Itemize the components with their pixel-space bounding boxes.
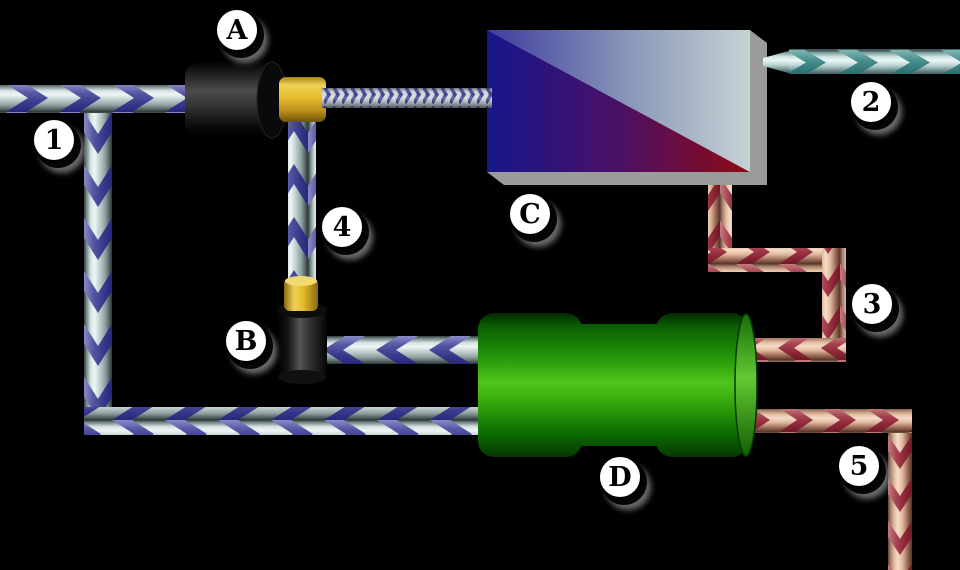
pipe-2-outlet [789, 49, 960, 74]
drive-shaft-shading [322, 88, 492, 108]
vessel-d-middle [570, 324, 670, 446]
pipe-2-nozzle [763, 50, 792, 74]
cylinder-b-body [277, 307, 327, 379]
vessel-d-right-bulge [656, 313, 748, 457]
label-5-text: 5 [849, 450, 869, 482]
pipe-4-vertical [288, 110, 316, 285]
pipe-d-to-b [320, 336, 490, 364]
label-d: D [597, 454, 643, 500]
vessel-d-left-bulge [478, 313, 582, 457]
label-a-text: A [226, 14, 248, 46]
label-4-text: 4 [332, 211, 352, 243]
pipe-3-down-b [822, 248, 846, 353]
cylinder-b-bottom-cap [278, 370, 326, 384]
label-1: 1 [31, 117, 77, 163]
label-c-text: C [519, 198, 541, 230]
cylinder-a-body [185, 62, 277, 138]
box-c-cold-triangle [487, 30, 750, 172]
label-1-text: 1 [44, 124, 64, 156]
label-c: C [507, 191, 553, 237]
label-b: B [223, 318, 269, 364]
vessel-d-end-cap [734, 313, 758, 457]
gold-coupling-a [279, 77, 326, 122]
label-2-text: 2 [861, 86, 881, 118]
pipe-bottom-run [84, 407, 490, 435]
pipe-5-down [888, 420, 912, 570]
gold-coupling-b-top [285, 276, 317, 286]
label-3: 3 [849, 281, 895, 327]
pipe-1-down-leg [84, 100, 112, 430]
label-4: 4 [319, 204, 365, 250]
label-a: A [214, 7, 260, 53]
pipe-5-out [752, 409, 912, 433]
label-2: 2 [848, 79, 894, 125]
pipe-1-inlet [0, 85, 190, 113]
label-b-text: B [234, 325, 258, 357]
pipe-3-into-d [752, 338, 846, 362]
label-d-text: D [608, 461, 632, 493]
label-5: 5 [836, 443, 882, 489]
label-3-text: 3 [862, 288, 882, 320]
gold-coupling-b [284, 278, 318, 311]
